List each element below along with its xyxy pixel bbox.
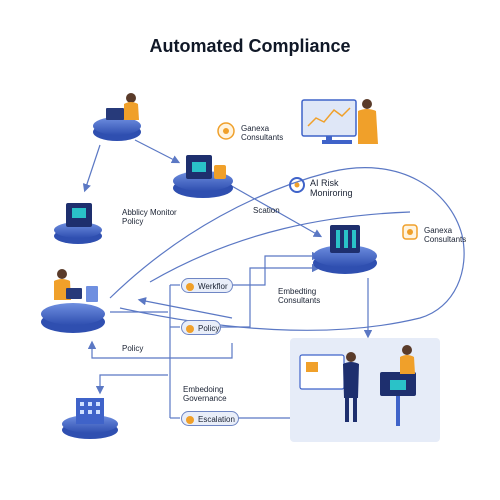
ganexa-right-line1: Ganexa xyxy=(424,226,453,235)
pill-dot-icon xyxy=(186,282,194,291)
node-right-servers xyxy=(313,225,377,274)
embedding-consultants-line2: Consultants xyxy=(278,296,321,306)
pill-policy[interactable]: Policy xyxy=(181,320,221,335)
node-top-laptop-user xyxy=(93,93,141,141)
ganexa-right-label: Ganexa Consultants xyxy=(424,226,466,244)
node-building xyxy=(62,398,118,439)
pill-workflow[interactable]: Werkflor xyxy=(181,278,233,293)
line-pill-policy-right xyxy=(220,263,321,328)
node-presentation-panel xyxy=(290,338,440,442)
pill-dot-icon xyxy=(186,324,194,333)
ganexa-right-line2: Consultants xyxy=(424,235,467,245)
ganexa-top-label: Ganexa Consultants xyxy=(241,124,283,142)
pill-workflow-label: Werkflor xyxy=(198,282,228,291)
embedding-consultants-line1: Embedting xyxy=(278,287,317,296)
pill-dot-icon xyxy=(186,415,194,424)
ganexa-top-line1: Ganexa xyxy=(241,124,270,133)
target-icon xyxy=(289,177,305,193)
monitor-policy-label: Abblicy Monitor Policy xyxy=(122,208,177,226)
arc-mid xyxy=(149,211,411,283)
arrow-top-user-to-server xyxy=(134,139,181,164)
laptop-icon xyxy=(66,288,82,299)
person-head-icon xyxy=(126,93,136,103)
node-server-chip xyxy=(173,155,233,198)
monitor-policy-line1: Abblicy Monitor xyxy=(122,208,177,217)
node-monitor-chart xyxy=(301,99,378,144)
embedding-governance-label: Embedoing Governance xyxy=(183,385,227,403)
pill-escalation[interactable]: Escalation xyxy=(181,411,239,426)
monitor-policy-line2: Policy xyxy=(122,217,144,227)
line-to-left-bottom xyxy=(95,374,168,395)
arrow-server-to-right-server xyxy=(229,184,323,238)
scation-label: Scation xyxy=(253,206,280,215)
line-pill-workflow-up xyxy=(233,251,321,286)
line-mid-to-left xyxy=(137,297,233,319)
laptop-icon xyxy=(106,108,124,120)
node-left-laptop-user xyxy=(41,269,105,333)
ganexa-top-line2: Consultants xyxy=(241,133,284,143)
ai-risk-line1: AI Risk xyxy=(310,178,339,188)
embedding-governance-line1: Embedoing xyxy=(183,385,224,394)
policy-left-label: Policy xyxy=(122,344,144,353)
pill-escalation-label: Escalation xyxy=(198,415,235,424)
arc-large-lower xyxy=(119,234,465,331)
monitor-chart-icon xyxy=(307,107,351,127)
badge-icon-right xyxy=(402,224,418,240)
ai-risk-label: AI Risk Moniroring xyxy=(310,178,353,199)
page-title: Automated Compliance xyxy=(149,36,351,56)
arc-large-upper xyxy=(109,167,463,299)
line-policy-left xyxy=(87,340,233,359)
embedding-governance-line2: Governance xyxy=(183,394,227,404)
ai-risk-line2: Moniroring xyxy=(310,188,353,199)
pill-policy-label: Policy xyxy=(198,324,220,333)
embedding-consultants-label: Embedting Consultants xyxy=(278,287,320,305)
badge-icon-top xyxy=(217,122,235,140)
arrow-top-user-to-chip xyxy=(82,144,101,193)
node-chip-box xyxy=(54,203,102,244)
